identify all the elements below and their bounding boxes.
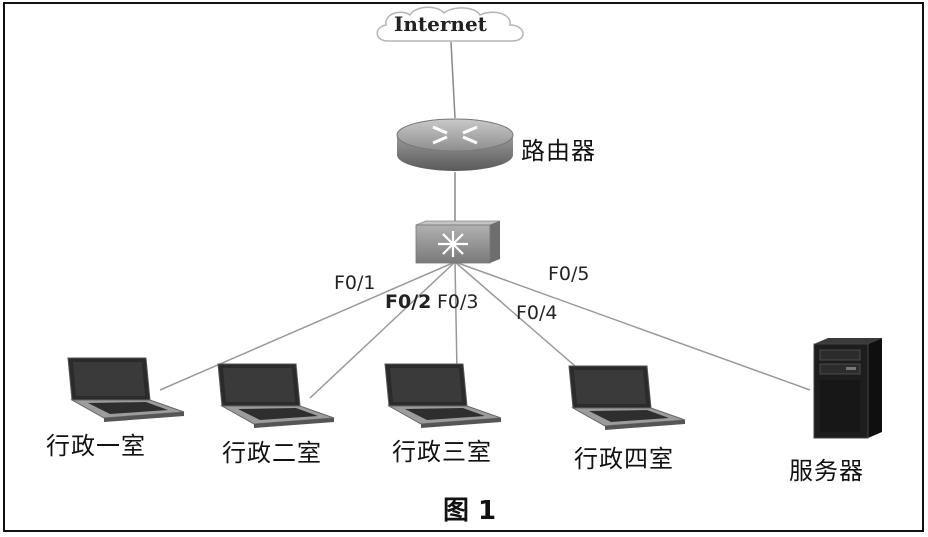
router-icon xyxy=(396,118,514,171)
cloud-icon xyxy=(376,6,524,42)
router-label: 路由器 xyxy=(521,137,596,165)
switch-icon xyxy=(415,220,501,264)
office3-label: 行政三室 xyxy=(392,438,492,466)
link-switch-office1 xyxy=(159,261,456,391)
link-switch-server xyxy=(454,261,811,391)
port-label-f02: F0/2 xyxy=(385,291,432,313)
server-icon xyxy=(813,338,882,439)
laptop-icon xyxy=(67,357,185,422)
port-label-f03: F0/3 xyxy=(437,291,479,313)
link-internet-router xyxy=(450,41,456,119)
office4-label: 行政四室 xyxy=(574,445,674,473)
office2-label: 行政二室 xyxy=(222,439,322,467)
laptop-icon xyxy=(384,363,502,428)
laptop-icon xyxy=(568,365,686,430)
laptop-icon xyxy=(217,363,335,428)
figure-caption: 图 1 xyxy=(443,496,497,526)
port-label-f04: F0/4 xyxy=(516,302,558,324)
port-label-f05: F0/5 xyxy=(548,263,590,285)
server-label: 服务器 xyxy=(789,457,864,485)
port-label-f01: F0/1 xyxy=(334,272,376,294)
office1-label: 行政一室 xyxy=(46,432,146,460)
link-switch-office3 xyxy=(454,261,458,373)
internet-label: Internet xyxy=(394,12,487,36)
figure-frame xyxy=(3,2,924,532)
link-switch-office2 xyxy=(309,261,456,399)
